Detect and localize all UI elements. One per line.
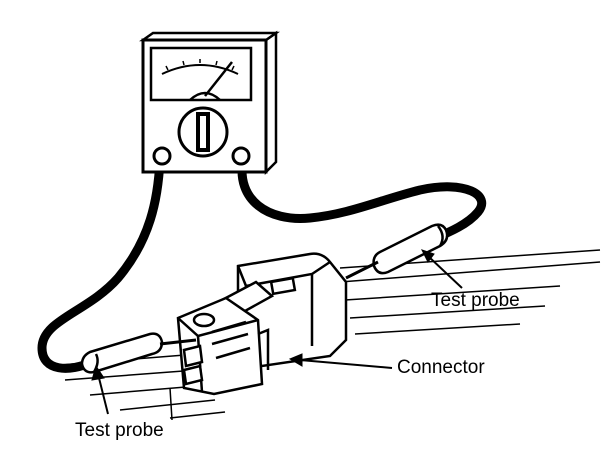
probe-left	[80, 332, 197, 374]
left-lead-wire	[37, 155, 165, 373]
right-lead-wire	[237, 155, 487, 243]
meter-display	[149, 46, 253, 102]
meter-needle	[204, 61, 233, 97]
arrow-connector	[299, 359, 393, 369]
test-leads	[37, 155, 487, 373]
label-test-probe-left: Test probe	[75, 420, 164, 441]
com-jack	[152, 146, 172, 166]
label-test-probe-right: Test probe	[431, 290, 520, 311]
leader-arrows	[91, 249, 463, 415]
probe-right	[345, 223, 449, 280]
v-ohm-jack	[231, 146, 251, 166]
connector	[176, 252, 348, 396]
multimeter	[139, 30, 280, 176]
label-connector: Connector	[397, 357, 485, 378]
arrow-probe-left	[97, 373, 109, 415]
meter-scale	[161, 64, 239, 75]
arrow-probe-right	[427, 255, 463, 289]
